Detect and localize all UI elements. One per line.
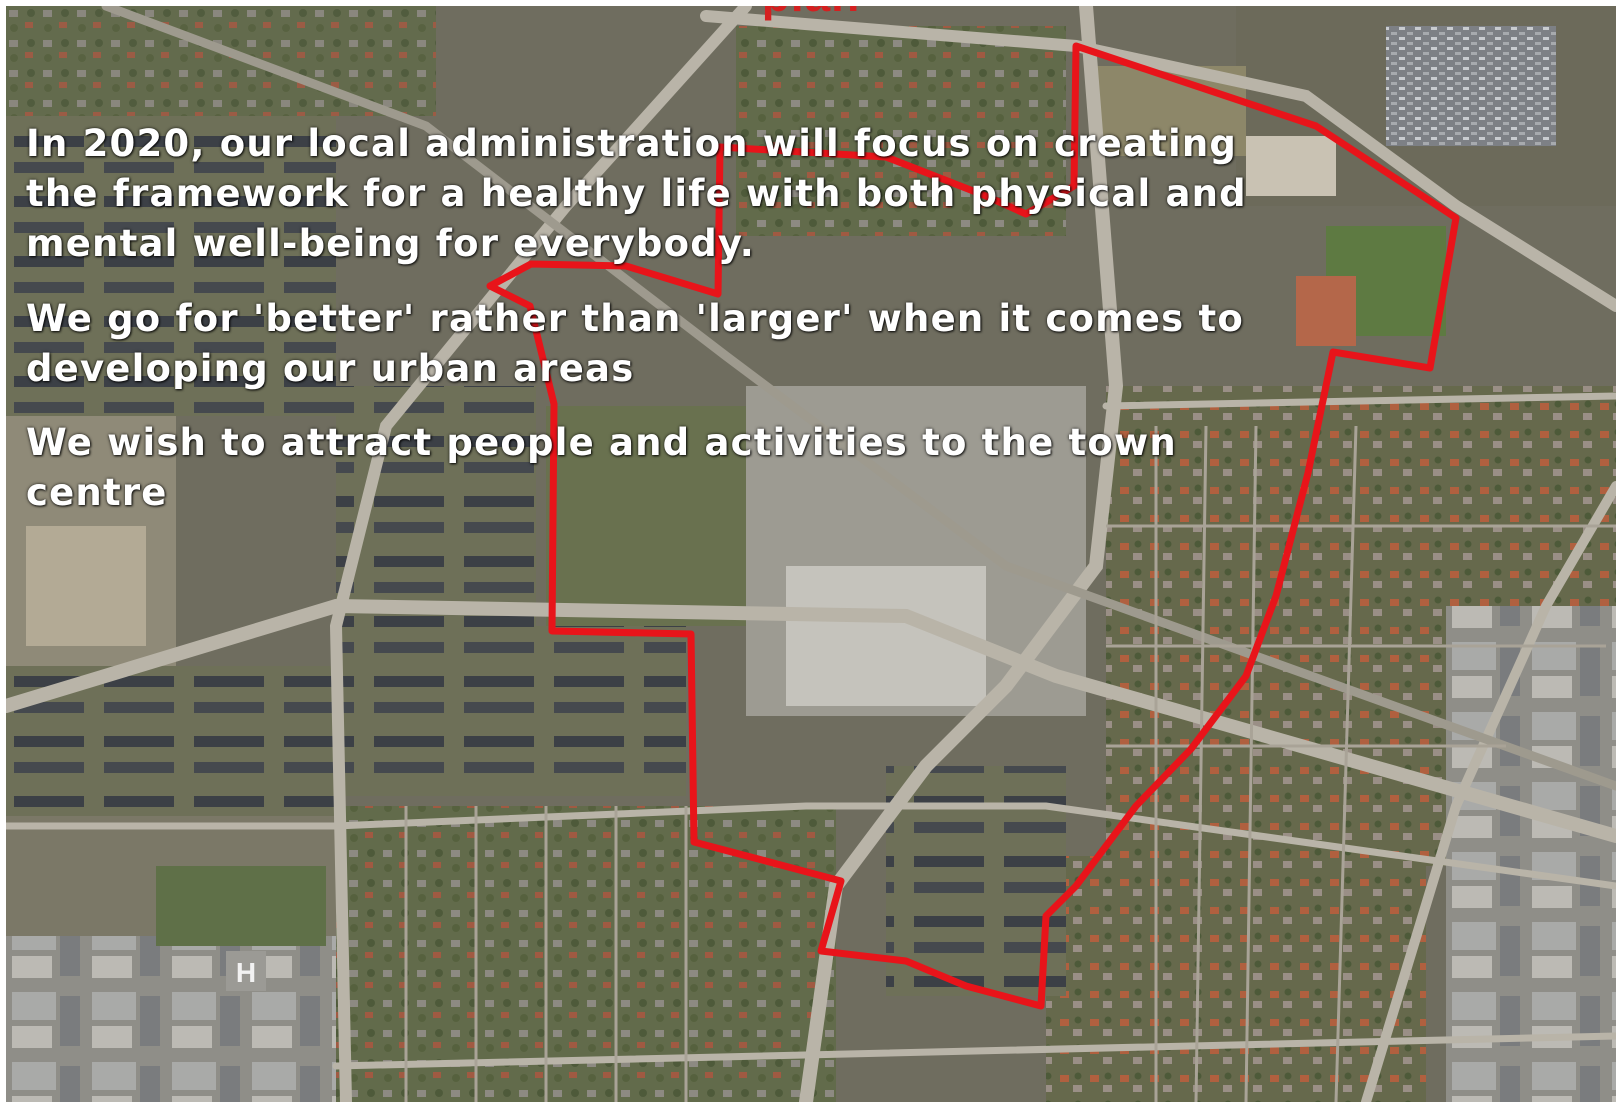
statement-town-centre: We wish to attract people and activities… bbox=[26, 421, 1177, 514]
aerial-map: H plan In 2020, our local administration… bbox=[6, 6, 1616, 1102]
helipad-label: H bbox=[236, 957, 256, 988]
statement-healthy-life: In 2020, our local administration will f… bbox=[26, 122, 1247, 265]
study-area-boundary bbox=[486, 42, 1460, 1010]
aerial-photo: H bbox=[6, 6, 1616, 1102]
page-title: plan bbox=[6, 6, 1616, 18]
statement-urban-development: We go for 'better' rather than 'larger' … bbox=[26, 297, 1244, 390]
